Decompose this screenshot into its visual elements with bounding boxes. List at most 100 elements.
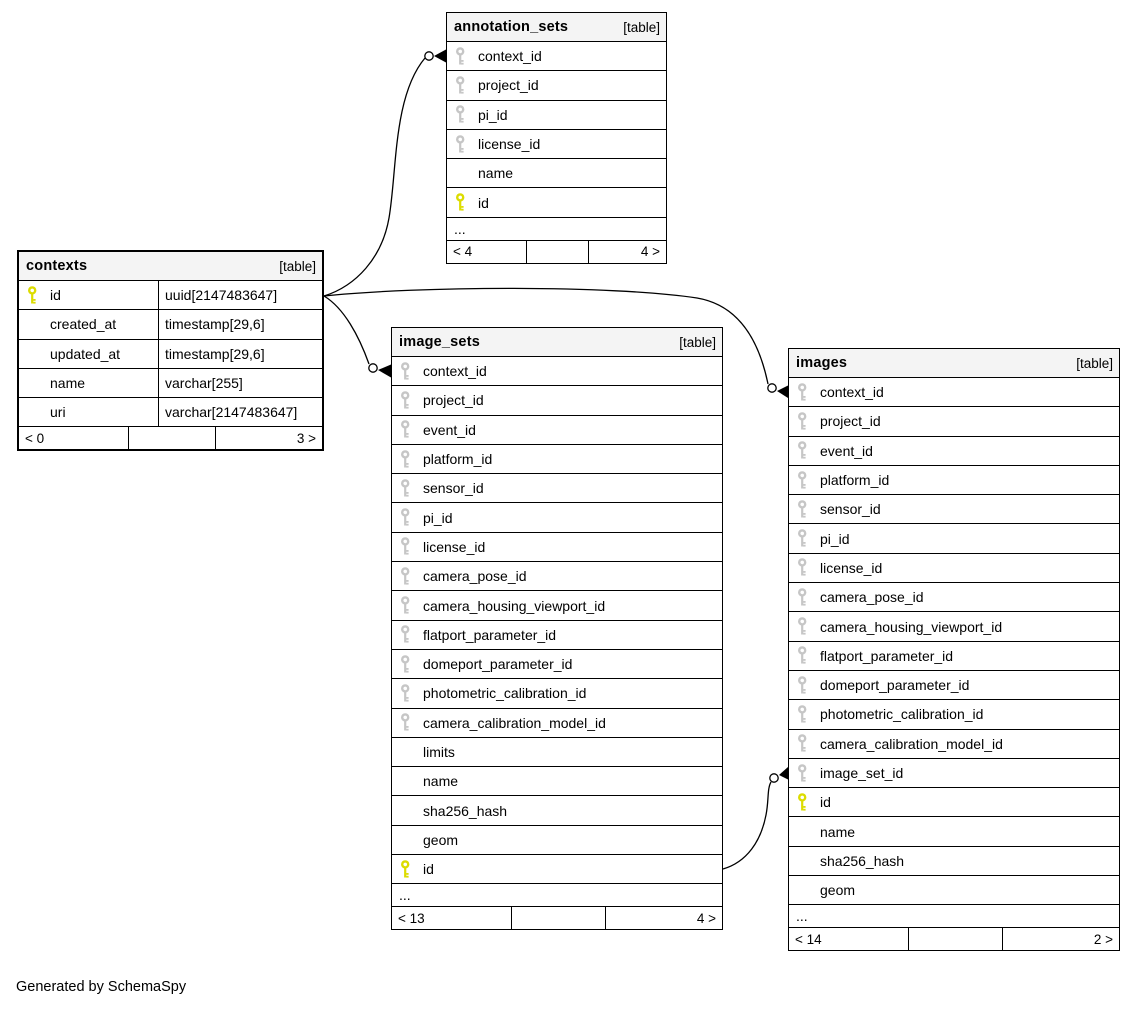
- table-annotation-sets[interactable]: annotation_sets[table]context_id project_…: [446, 12, 667, 264]
- column-row-flatport_parameter_id[interactable]: flatport_parameter_id: [789, 642, 1119, 671]
- column-row-camera_calibration_model_id[interactable]: camera_calibration_model_id: [392, 709, 722, 738]
- more-columns-ellipsis: ...: [447, 218, 666, 241]
- foreign-key-icon: [400, 684, 412, 703]
- primary-key-icon: [797, 792, 809, 812]
- foreign-key-icon: [400, 449, 412, 469]
- column-row-name[interactable]: name: [789, 817, 1119, 847]
- footer-child-count: 2 >: [1093, 931, 1113, 947]
- foreign-key-icon: [400, 391, 412, 410]
- column-name-label: created_at: [50, 316, 117, 333]
- contexts-header[interactable]: contexts[table]: [19, 252, 322, 281]
- column-row-photometric_calibration_id[interactable]: photometric_calibration_id: [392, 679, 722, 709]
- column-row-event_id[interactable]: event_id: [789, 437, 1119, 466]
- edge-contexts-to-annotation-sets: [323, 57, 426, 297]
- column-row-context_id[interactable]: context_id: [447, 42, 666, 72]
- column-row-sensor_id[interactable]: sensor_id: [392, 474, 722, 504]
- column-row-pi_id[interactable]: pi_id: [447, 101, 666, 130]
- foreign-key-icon: [797, 675, 809, 695]
- column-name-label: geom: [820, 882, 856, 899]
- column-row-pi_id[interactable]: pi_id: [789, 524, 1119, 554]
- column-row-context_id[interactable]: context_id: [392, 357, 722, 387]
- column-row-context_id[interactable]: context_id: [789, 378, 1119, 408]
- column-row-id[interactable]: id: [392, 855, 722, 885]
- column-row-id[interactable]: id: [789, 788, 1119, 818]
- column-name-label: platform_id: [820, 472, 890, 489]
- image_sets-header[interactable]: image_sets[table]: [392, 328, 722, 357]
- column-row-pi_id[interactable]: pi_id: [392, 503, 722, 533]
- column-row-camera_calibration_model_id[interactable]: camera_calibration_model_id: [789, 730, 1119, 759]
- table-name: images: [796, 355, 848, 371]
- annotation_sets-header[interactable]: annotation_sets[table]: [447, 13, 666, 42]
- column-row-geom[interactable]: geom: [392, 826, 722, 856]
- column-row-camera_housing_viewport_id[interactable]: camera_housing_viewport_id: [392, 591, 722, 621]
- foreign-key-icon: [455, 105, 467, 124]
- edge-circle: [767, 383, 777, 393]
- column-name-label: updated_at: [50, 345, 121, 362]
- column-row-camera_pose_id[interactable]: camera_pose_id: [789, 583, 1119, 613]
- column-row-platform_id[interactable]: platform_id: [789, 466, 1119, 496]
- column-name-label: project_id: [478, 77, 539, 94]
- column-row-camera_pose_id[interactable]: camera_pose_id: [392, 562, 722, 592]
- column-name-label: geom: [423, 831, 459, 848]
- edge-arrowhead: [378, 364, 391, 378]
- column-type-label: varchar[2147483647]: [158, 398, 322, 427]
- column-name-label: id: [50, 287, 61, 304]
- column-row-name[interactable]: name: [447, 159, 666, 189]
- edge-contexts-to-images: [323, 287, 769, 385]
- column-row-license_id[interactable]: license_id: [789, 554, 1119, 584]
- footer-child-count: 3 >: [296, 430, 316, 446]
- column-row-image_set_id[interactable]: image_set_id: [789, 759, 1119, 789]
- foreign-key-icon: [797, 646, 809, 665]
- column-name-label: name: [423, 773, 459, 790]
- column-row-sha256_hash[interactable]: sha256_hash: [392, 796, 722, 826]
- column-row-camera_housing_viewport_id[interactable]: camera_housing_viewport_id: [789, 612, 1119, 642]
- foreign-key-icon: [400, 625, 412, 644]
- column-row-platform_id[interactable]: platform_id: [392, 445, 722, 475]
- column-row-project_id[interactable]: project_id: [789, 407, 1119, 437]
- generator-credit: Generated by SchemaSpy: [16, 979, 187, 995]
- edge-circle: [769, 773, 779, 783]
- column-row-sha256_hash[interactable]: sha256_hash: [789, 847, 1119, 877]
- column-name-label: domeport_parameter_id: [820, 677, 970, 694]
- footer-child-count: 4 >: [696, 910, 716, 926]
- table-type-badge: [table]: [1076, 355, 1113, 371]
- foreign-key-icon: [455, 134, 467, 154]
- column-row-project_id[interactable]: project_id: [392, 386, 722, 416]
- column-row-license_id[interactable]: license_id: [392, 533, 722, 563]
- column-row-name[interactable]: name: [392, 767, 722, 797]
- column-row-domeport_parameter_id[interactable]: domeport_parameter_id: [392, 650, 722, 680]
- foreign-key-icon: [797, 500, 809, 519]
- column-name-cell: updated_at: [19, 340, 158, 368]
- column-row-geom[interactable]: geom: [789, 876, 1119, 906]
- column-row-domeport_parameter_id[interactable]: domeport_parameter_id: [789, 671, 1119, 701]
- column-row-sensor_id[interactable]: sensor_id: [789, 495, 1119, 525]
- column-row-photometric_calibration_id[interactable]: photometric_calibration_id: [789, 700, 1119, 730]
- images-header[interactable]: images [table]: [789, 349, 1119, 378]
- column-name-label: pi_id: [478, 106, 508, 123]
- edge-image-sets-to-images: [722, 781, 772, 870]
- column-row-id[interactable]: id: [447, 188, 666, 218]
- column-row-limits[interactable]: limits: [392, 738, 722, 768]
- column-name-label: sha256_hash: [423, 802, 508, 819]
- column-row-project_id[interactable]: project_id: [447, 71, 666, 101]
- column-row-license_id[interactable]: license_id: [447, 130, 666, 160]
- column-row-event_id[interactable]: event_id: [392, 416, 722, 445]
- foreign-key-icon: [797, 587, 809, 607]
- column-row-flatport_parameter_id[interactable]: flatport_parameter_id: [392, 621, 722, 650]
- foreign-key-icon: [400, 713, 412, 732]
- column-name-label: project_id: [423, 392, 484, 409]
- column-name-cell: uri: [19, 398, 158, 426]
- column-name-label: camera_pose_id: [820, 589, 924, 606]
- column-name-label: pi_id: [820, 530, 850, 547]
- column-name-label: flatport_parameter_id: [820, 647, 954, 664]
